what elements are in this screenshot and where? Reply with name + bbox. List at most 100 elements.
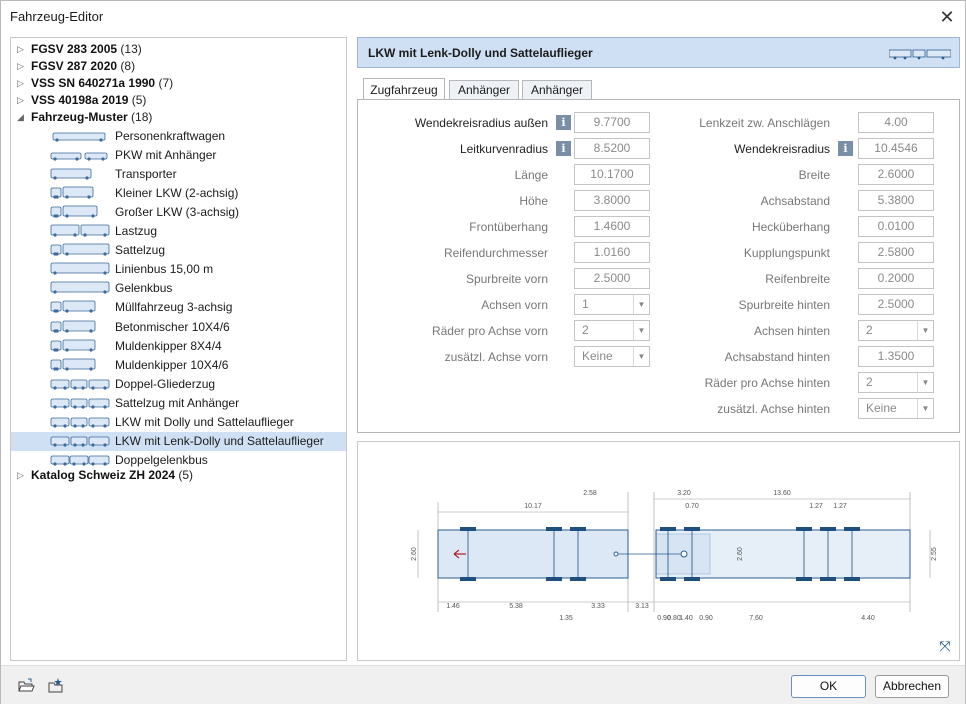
coupling-point [613, 551, 619, 557]
field-input[interactable]: 1.3500 [858, 346, 934, 367]
field-input[interactable]: 0.2000 [858, 268, 934, 289]
field-select[interactable]: Keine▼ [574, 346, 650, 367]
field-select-value: 2 [866, 323, 873, 337]
tree-item[interactable]: Muldenkipper 8X4/4 [11, 337, 346, 356]
dump-truck-icon [50, 339, 96, 352]
chevron-down-icon[interactable]: ▼ [633, 347, 649, 366]
field-label: Achsen vorn [481, 298, 548, 312]
open-folder-icon[interactable] [17, 677, 35, 695]
field-input[interactable]: 1.4600 [574, 216, 650, 237]
garbage-truck-icon [50, 301, 96, 314]
chevron-down-icon[interactable]: ▼ [917, 321, 933, 340]
tree-item[interactable]: Kleiner LKW (2-achsig) [11, 184, 346, 203]
field-input[interactable]: 1.0160 [574, 242, 650, 263]
field-label: Lenkzeit zw. Anschlägen [699, 116, 830, 130]
expand-arrow-icon[interactable]: ▷ [17, 78, 24, 88]
tree-item-label: Müllfahrzeug 3-achsig [115, 300, 233, 315]
tree-item[interactable]: Betonmischer 10X4/6 [11, 318, 346, 337]
tree-item[interactable]: Lastzug [11, 222, 346, 241]
field-input[interactable]: 2.5000 [858, 294, 934, 315]
field-input[interactable]: 9.7700 [574, 112, 650, 133]
close-icon[interactable]: ✕ [939, 7, 955, 27]
field-input[interactable]: 2.5800 [858, 242, 934, 263]
tree-item-label: Großer LKW (3-achsig) [115, 205, 240, 220]
info-icon[interactable]: i [838, 141, 853, 156]
tree-group-fgsv-287[interactable]: ▷ FGSV 287 2020 (8) [11, 57, 346, 76]
tab-anhaenger-1[interactable]: Anhänger [449, 80, 519, 100]
info-icon[interactable]: i [556, 115, 571, 130]
ok-button[interactable]: OK [791, 675, 866, 698]
field-select-value: 2 [866, 375, 873, 389]
tree-item[interactable]: Personenkraftwagen [11, 127, 346, 146]
dim-label: 5.38 [509, 603, 523, 610]
info-icon[interactable]: i [556, 141, 571, 156]
expand-arrow-icon[interactable]: ▷ [17, 470, 24, 480]
tree-item[interactable]: Sattelzug mit Anhänger [11, 394, 346, 413]
wheel [660, 577, 676, 581]
truck-large-icon [50, 205, 98, 218]
tree-item-label: Sattelzug mit Anhänger [115, 395, 240, 410]
expand-arrow-icon[interactable]: ▷ [17, 95, 24, 105]
tree-group-fahrzeug-muster[interactable]: ◢ Fahrzeug-Muster (18) [11, 108, 346, 127]
wheel [460, 527, 476, 531]
field-input[interactable]: 5.3800 [858, 190, 934, 211]
expand-arrow-icon[interactable]: ▷ [17, 61, 24, 71]
truck-body [437, 529, 629, 579]
field-label: Höhe [519, 194, 548, 208]
field-row: Spurbreite hinten 2.5000 [358, 294, 961, 316]
tree-item[interactable]: PKW mit Anhänger [11, 146, 346, 165]
field-input[interactable]: 4.00 [858, 112, 934, 133]
chevron-down-icon[interactable]: ▼ [633, 295, 649, 314]
field-select[interactable]: 2▼ [574, 320, 650, 341]
field-select[interactable]: 2▼ [858, 372, 934, 393]
cancel-button[interactable]: Abbrechen [875, 675, 949, 698]
favorite-folder-icon[interactable] [47, 677, 65, 695]
tree-item[interactable]: Linienbus 15,00 m [11, 260, 346, 279]
bus-icon [50, 262, 110, 275]
tree-group-vss-40198a[interactable]: ▷ VSS 40198a 2019 (5) [11, 91, 346, 110]
chevron-down-icon[interactable]: ▼ [633, 321, 649, 340]
field-select[interactable]: 1▼ [574, 294, 650, 315]
tree-item[interactable]: Doppel-Gliederzug [11, 375, 346, 394]
tree-item-label: Doppelgelenkbus [115, 452, 208, 467]
field-select-value: 1 [582, 297, 589, 311]
field-input[interactable]: 8.5200 [574, 138, 650, 159]
tree-item[interactable]: Muldenkipper 10X4/6 [11, 356, 346, 375]
tree-item[interactable]: Doppelgelenkbus [11, 451, 346, 470]
tree-group-vss-640271a[interactable]: ▷ VSS SN 640271a 1990 (7) [11, 74, 346, 93]
field-label: Spurbreite vorn [465, 272, 548, 286]
tree-item[interactable]: LKW mit Lenk-Dolly und Sattelauflieger [11, 431, 346, 451]
tree-item[interactable]: Transporter [11, 165, 346, 184]
dialog-footer: OK Abbrechen [1, 665, 965, 704]
tree-item-label: Sattelzug [115, 243, 166, 258]
chevron-down-icon[interactable]: ▼ [917, 399, 933, 418]
field-input[interactable]: 3.8000 [574, 190, 650, 211]
tree-item[interactable]: Gelenkbus [11, 279, 346, 298]
field-select[interactable]: Keine▼ [858, 398, 934, 419]
dim-label: 1.35 [559, 615, 573, 622]
tab-zugfahrzeug[interactable]: Zugfahrzeug [363, 78, 445, 101]
field-input[interactable]: 10.1700 [574, 164, 650, 185]
tree-group-katalog-zh[interactable]: ▷ Katalog Schweiz ZH 2024 (5) [11, 466, 346, 485]
tree-item[interactable]: Müllfahrzeug 3-achsig [11, 298, 346, 317]
dim-label: 3.33 [591, 603, 605, 610]
chevron-down-icon[interactable]: ▼ [917, 373, 933, 392]
field-input[interactable]: 0.0100 [858, 216, 934, 237]
field-input[interactable]: 2.6000 [858, 164, 934, 185]
field-label: Spurbreite hinten [738, 298, 830, 312]
fit-view-icon[interactable]: ⤧ [939, 638, 951, 654]
field-label: Leitkurvenradius [459, 142, 548, 156]
wheel [684, 527, 700, 531]
expand-arrow-icon[interactable]: ▷ [17, 44, 24, 54]
tree-item[interactable]: Großer LKW (3-achsig) [11, 203, 346, 222]
field-label: Wendekreisradius [734, 142, 830, 156]
tree-group-fgsv-283[interactable]: ▷ FGSV 283 2005 (13) [11, 40, 346, 59]
field-input[interactable]: 2.5000 [574, 268, 650, 289]
field-input[interactable]: 10.4546 [858, 138, 934, 159]
tree-item[interactable]: LKW mit Dolly und Sattelauflieger [11, 413, 346, 432]
collapse-arrow-icon[interactable]: ◢ [17, 112, 24, 122]
field-select[interactable]: 2▼ [858, 320, 934, 341]
tree-item[interactable]: Sattelzug [11, 241, 346, 260]
tree-item-label: LKW mit Lenk-Dolly und Sattelauflieger [115, 433, 324, 448]
tab-anhaenger-2[interactable]: Anhänger [522, 80, 592, 100]
